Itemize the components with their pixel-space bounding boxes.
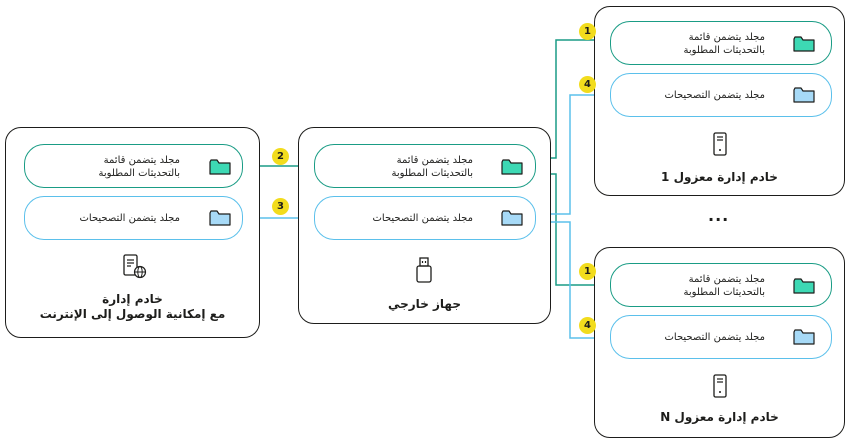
step-badge-2: 2 — [272, 148, 289, 165]
serverN-patches-folder: مجلد يتضمن التصحيحات — [610, 315, 832, 359]
internet-server-title-line1: خادم إدارة — [102, 292, 163, 306]
server-icon — [713, 374, 727, 398]
step-badge-4-bottom: 4 — [579, 317, 596, 334]
internet-patches-folder: مجلد يتضمن التصحيحات — [24, 196, 243, 240]
internet-server-title-line2: مع إمكانية الوصول إلى الإنترنت — [39, 307, 226, 321]
updates-folder-label-line2: بالتحديثات المطلوبة — [683, 45, 765, 56]
updates-folder-label-line1: مجلد يتضمن قائمة — [396, 155, 473, 166]
updates-folder-label-line2: بالتحديثات المطلوبة — [391, 168, 473, 179]
isolated-server-n-title: خادم إدارة معزول N — [660, 410, 779, 424]
updates-folder-label-line2: بالتحديثات المطلوبة — [98, 168, 180, 179]
patches-folder-label: مجلد يتضمن التصحيحات — [79, 213, 181, 224]
step-badge-1-bottom: 1 — [579, 263, 596, 280]
arrow-step-4-top — [536, 91, 607, 215]
server-globe-icon — [123, 254, 147, 279]
folder-icon — [209, 159, 231, 175]
server1-updates-folder: مجلد يتضمن قائمة بالتحديثات المطلوبة — [610, 21, 832, 65]
isolated-server-1-title: خادم إدارة معزول 1 — [661, 170, 778, 184]
internet-updates-folder: مجلد يتضمن قائمة بالتحديثات المطلوبة — [24, 144, 243, 188]
more-servers-ellipsis: ... — [708, 206, 730, 225]
patches-folder-label: مجلد يتضمن التصحيحات — [664, 90, 766, 101]
updates-folder-label-line1: مجلد يتضمن قائمة — [103, 155, 180, 166]
server-icon — [713, 132, 727, 156]
folder-icon — [793, 329, 815, 345]
step-badge-3: 3 — [272, 198, 289, 215]
step-badge-4-top: 4 — [579, 76, 596, 93]
updates-folder-label-line2: بالتحديثات المطلوبة — [683, 287, 765, 298]
folder-icon — [793, 36, 815, 52]
folder-icon — [501, 159, 523, 175]
updates-folder-label-line1: مجلد يتضمن قائمة — [688, 274, 765, 285]
folder-icon — [501, 210, 523, 226]
usb-drive-icon — [416, 257, 432, 283]
internet-server-title: خادم إدارة مع إمكانية الوصول إلى الإنترن… — [5, 292, 260, 322]
arrow-step-4-bottom — [536, 221, 607, 342]
external-patches-folder: مجلد يتضمن التصحيحات — [314, 196, 536, 240]
step-badge-1-top: 1 — [579, 23, 596, 40]
external-updates-folder: مجلد يتضمن قائمة بالتحديثات المطلوبة — [314, 144, 536, 188]
updates-folder-label-line1: مجلد يتضمن قائمة — [688, 32, 765, 43]
serverN-updates-folder: مجلد يتضمن قائمة بالتحديثات المطلوبة — [610, 263, 832, 307]
folder-icon — [793, 278, 815, 294]
server1-patches-folder: مجلد يتضمن التصحيحات — [610, 73, 832, 117]
patches-folder-label: مجلد يتضمن التصحيحات — [664, 332, 766, 343]
folder-icon — [793, 87, 815, 103]
folder-icon — [209, 210, 231, 226]
external-device-title: جهاز خارجي — [387, 297, 461, 311]
patches-folder-label: مجلد يتضمن التصحيحات — [372, 213, 474, 224]
